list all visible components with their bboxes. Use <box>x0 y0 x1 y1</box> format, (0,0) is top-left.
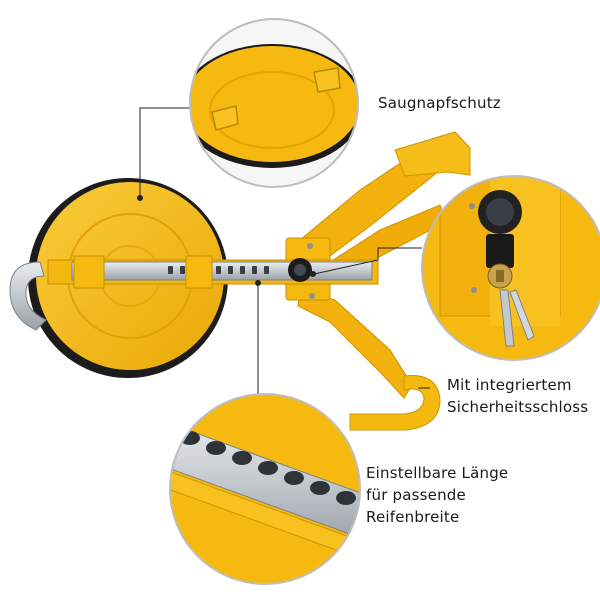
zoom-circle-suction-cup <box>189 18 359 188</box>
callout-lines <box>137 107 430 395</box>
label-adjustable-length: Einstellbare Länge für passende Reifenbr… <box>366 462 508 528</box>
label-integrated-lock: Mit integriertem Sicherheitsschloss <box>447 374 588 418</box>
left-steel-hook <box>9 261 47 331</box>
zoom-circle-lock <box>421 175 600 361</box>
lower-arm <box>297 289 441 431</box>
label-suction-text: Saugnapfschutz <box>378 94 501 112</box>
label-length-line3: Reifenbreite <box>366 508 460 526</box>
label-lock-line2: Sicherheitsschloss <box>447 398 589 416</box>
center-lock <box>288 243 315 299</box>
label-lock-line1: Mit integriertem <box>447 376 572 394</box>
label-length-line1: Einstellbare Länge <box>366 464 509 482</box>
label-length-line2: für passende <box>366 486 466 504</box>
zoom-circle-adjustable-bar <box>169 393 361 585</box>
label-suction-cup-protection: Saugnapfschutz <box>378 92 501 114</box>
